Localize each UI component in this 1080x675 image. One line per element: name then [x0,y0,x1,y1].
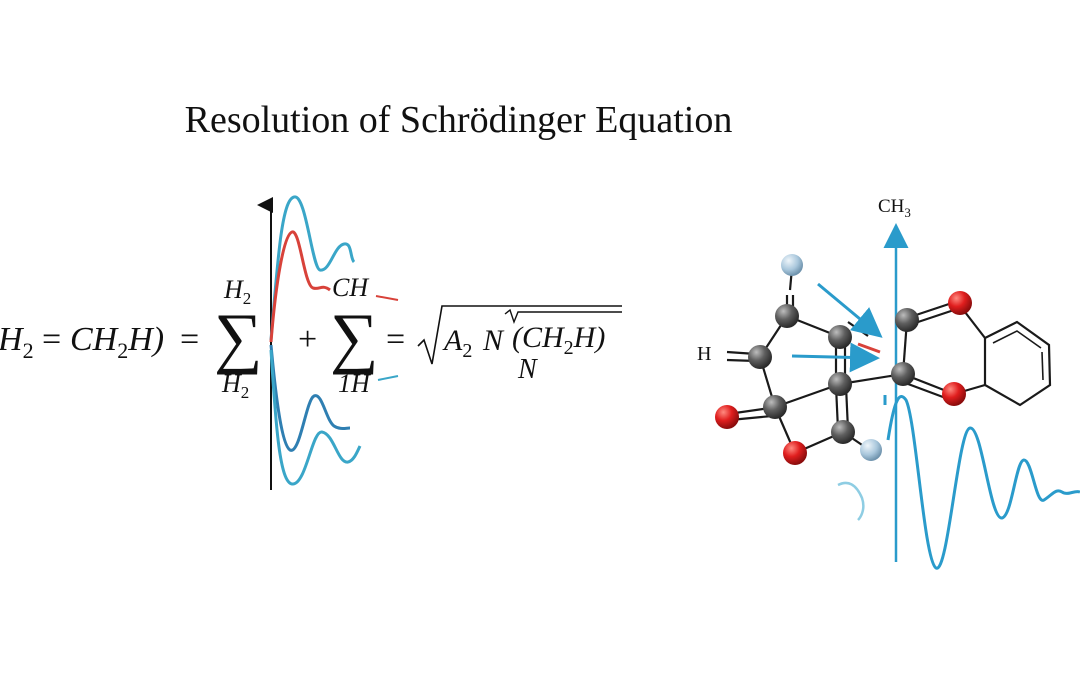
blue-arrow-2 [791,342,880,373]
carbon-atom [748,345,772,369]
hydrogen-atom [781,254,803,276]
equation-ch2h: CH2H) [70,321,164,363]
sqrt-a2: A2 [442,324,472,362]
carbon-atom [895,308,919,332]
wave-red-tick [375,295,399,301]
equals-3: = [386,321,405,358]
oxygen-atom [942,382,966,406]
sum1-lower-limit: H2 [221,369,249,402]
wave-lower-inner [269,344,351,452]
sqrt-paren-ch2h: (CH2H) [512,321,605,359]
wavefunction-plot [257,195,399,490]
oxygen-atom [715,405,739,429]
wave-upper-outer [269,195,356,341]
oxygen-atom [783,441,807,465]
blue-arrow-1 [817,282,883,338]
sum2-upper-limit: CH [332,273,369,302]
faint-wave-left [837,481,865,521]
wave-blue-tick [377,375,399,381]
plus-sign: + [298,321,317,358]
hydrogen-atom [860,439,882,461]
ch3-label: CH3 [878,196,911,220]
equation-lhs-head: H2 [0,321,34,363]
sum1-symbol: ∑ [214,299,262,375]
carbon-atom [763,395,787,419]
equals-1: = [42,321,61,358]
equation: H2 = CH2H) = H2 ∑ H2 + CH ∑ 1H = A2 N (C… [0,273,622,402]
carbon-atom [828,325,852,349]
outer-radical [417,305,622,365]
page-title: Resolution of Schrödinger Equation [184,99,733,141]
benzene-ring [983,320,1052,407]
sqrt-denominator: N [517,354,538,385]
right-wave: CH3 [837,196,1080,570]
sum2-lower-limit: 1H [338,369,371,398]
sqrt-n: N [482,324,505,357]
damped-wave [886,395,1080,570]
h-label: H [697,343,711,365]
oxygen-atom [948,291,972,315]
sum2-symbol: ∑ [330,299,378,375]
wave-lower-outer [269,349,362,486]
carbon-atom [891,362,915,386]
wave-upper-red [269,230,331,343]
inner-radical [504,308,622,325]
carbon-atom [831,420,855,444]
carbon-atom [828,372,852,396]
carbon-atom [775,304,799,328]
sum1-upper-limit: H2 [223,275,251,308]
red-mark [857,342,881,354]
molecule-model: H [697,254,1052,465]
equals-2: = [180,321,199,358]
